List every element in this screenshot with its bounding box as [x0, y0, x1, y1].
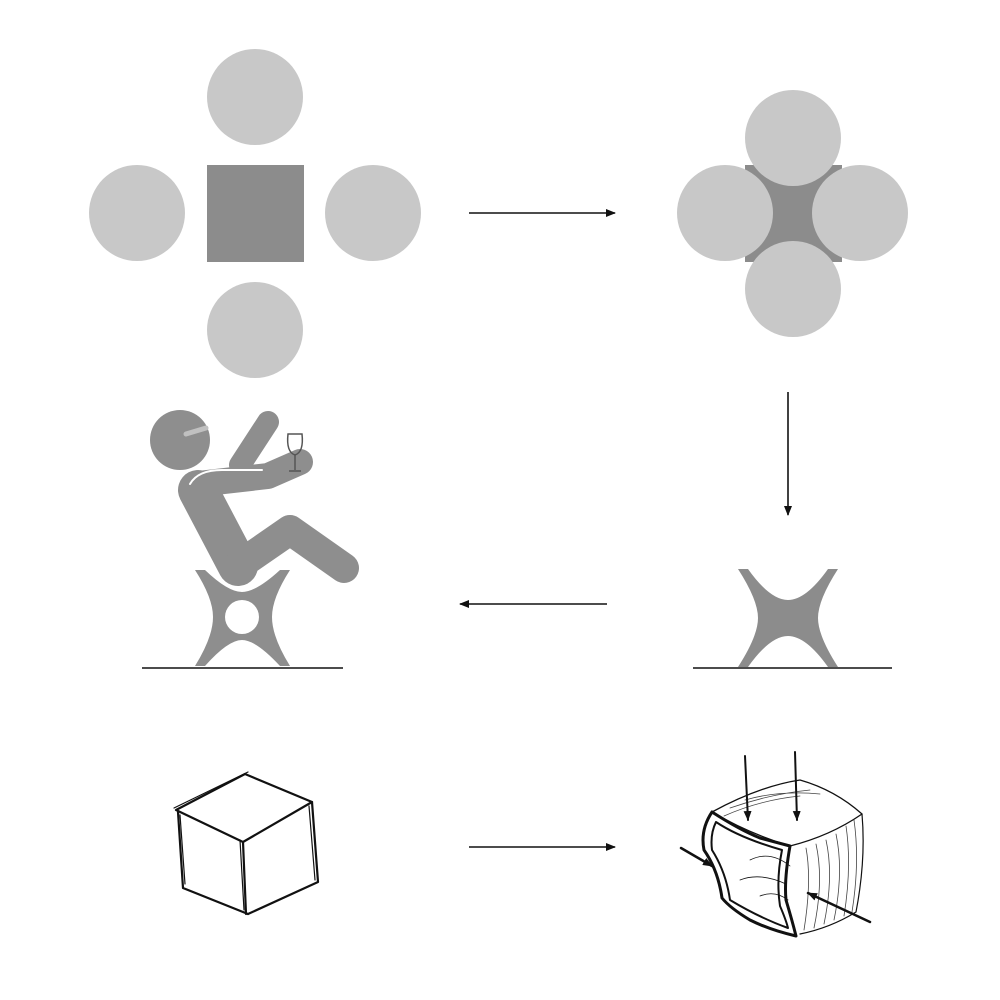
circle-right: [325, 165, 421, 261]
circle-bottom: [745, 241, 841, 337]
arm-raised: [229, 411, 279, 476]
sketch-scribbles: [739, 855, 791, 901]
circle-top: [207, 49, 303, 145]
cube-sketch-strokes: [173, 771, 316, 911]
cube-front-edge: [241, 840, 248, 916]
arrow-icon: [792, 751, 801, 821]
step-cube-sketch: [173, 771, 320, 916]
head: [150, 410, 210, 470]
leg: [223, 515, 359, 583]
circle-top: [745, 90, 841, 186]
circle-right: [812, 165, 908, 261]
center-square: [207, 165, 304, 262]
cube-top: [174, 772, 314, 844]
x-stool-shape: [738, 569, 838, 667]
cube-right-face: [246, 800, 320, 916]
step-overlapping-shapes: [677, 90, 908, 337]
step-deformed-cube-sketch: [679, 751, 872, 938]
wave-lines: [723, 789, 857, 931]
deformed-right-face: [799, 813, 864, 935]
circle-left: [89, 165, 185, 261]
circle-bottom: [207, 282, 303, 378]
step-separate-shapes: [89, 49, 421, 378]
deformed-top: [711, 779, 863, 847]
deformed-inner-outline: [710, 821, 789, 929]
arrow-icon: [743, 755, 752, 821]
arrow-icon: [806, 891, 872, 924]
arm-outline: [189, 469, 263, 485]
arrow-icon: [679, 846, 714, 868]
wine-glass-icon: [286, 433, 304, 472]
step-person-on-stool: [142, 410, 359, 669]
step-x-stool: [693, 569, 892, 669]
circle-left: [677, 165, 773, 261]
cube-left-face: [176, 810, 250, 916]
stool-hole: [225, 600, 259, 634]
person-figure: [178, 411, 359, 586]
arm-back: [185, 449, 313, 497]
head-mark: [183, 425, 209, 437]
